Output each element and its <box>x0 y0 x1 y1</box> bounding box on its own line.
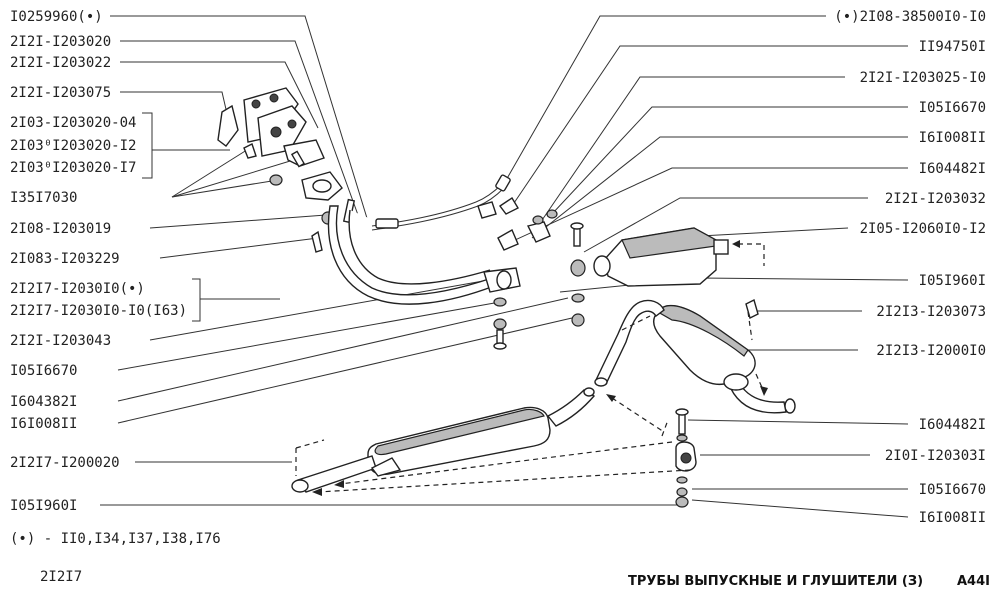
leader-r4 <box>531 136 908 239</box>
rear-muffler <box>653 298 796 414</box>
label-l4: 2I03-I203020-04 <box>10 115 136 131</box>
intermediate-pipe <box>546 299 665 427</box>
leader-l14 <box>117 297 569 402</box>
leader-r8 <box>559 277 909 293</box>
model-code: 2I2I7 <box>40 569 82 585</box>
label-l13: I05I6670 <box>10 363 77 379</box>
clamp-hardware <box>497 209 584 251</box>
leader-r2 <box>537 76 845 227</box>
catalytic-converter <box>593 227 765 287</box>
leader-l1 <box>120 40 363 227</box>
label-r2: 2I2I-I203025-I0 <box>860 70 986 86</box>
studs <box>243 143 306 186</box>
label-r6: 2I2I-I203032 <box>885 191 986 207</box>
leader-l7b <box>171 157 301 198</box>
leader-l13 <box>117 301 501 371</box>
label-r14: I6I008II <box>919 510 986 526</box>
bracket-upper <box>142 112 153 179</box>
leader-lines <box>100 15 909 518</box>
footnote: (•) - II0,I34,I37,I38,I76 <box>10 531 221 547</box>
label-r3: I05I6670 <box>919 100 986 116</box>
leader-l12 <box>149 277 501 341</box>
right-labels: (•)2I08-38500I0-I0 II94750I 2I2I-I203025… <box>834 9 986 526</box>
nuts-column <box>493 259 586 350</box>
leader-r7 <box>699 227 849 237</box>
page-title: ТРУБЫ ВЫПУСКНЫЕ И ГЛУШИТЕЛИ (З) <box>628 574 923 589</box>
left-brackets <box>142 112 280 322</box>
label-l10: 2I2I7-I2030I0(•) <box>10 281 145 297</box>
label-r0: (•)2I08-38500I0-I0 <box>834 9 986 25</box>
lambda-sensor <box>371 174 519 231</box>
leader-r6 <box>583 197 868 253</box>
label-l17: I05I960I <box>10 498 77 514</box>
label-l9: 2I083-I203229 <box>10 251 120 267</box>
label-r11: I604482I <box>919 417 986 433</box>
hanger-assembly <box>675 408 697 508</box>
leader-r0 <box>504 15 826 183</box>
label-r1: II94750I <box>919 39 986 55</box>
label-r8: I05I960I <box>919 273 986 289</box>
label-l5: 2I03⁰I203020-I2 <box>10 138 136 154</box>
leader-l9 <box>159 237 319 259</box>
label-l16: 2I2I7-I200020 <box>10 455 120 471</box>
leader-l0 <box>110 15 371 229</box>
label-r5: I604482I <box>919 161 986 177</box>
label-l14: I604382I <box>10 394 77 410</box>
label-l1: 2I2I-I203020 <box>10 34 111 50</box>
label-l11: 2I2I7-I2030I0-I0(I63) <box>10 303 187 319</box>
label-l12: 2I2I-I203043 <box>10 333 111 349</box>
left-labels: I0259960(•) 2I2I-I203020 2I2I-I203022 2I… <box>10 9 187 514</box>
leader-l7c <box>171 179 279 198</box>
front-muffler <box>291 406 551 493</box>
label-r10: 2I2I3-I2000I0 <box>876 343 986 359</box>
label-l7: I35I7030 <box>10 190 77 206</box>
label-r12: 2I0I-I20303I <box>885 448 986 464</box>
label-l2: 2I2I-I203022 <box>10 55 111 71</box>
label-r7: 2I05-I2060I0-I2 <box>860 221 986 237</box>
label-l0: I0259960(•) <box>10 9 103 25</box>
leader-r11 <box>687 419 909 425</box>
bracket-lower <box>192 278 201 322</box>
page-code: A44I <box>957 574 990 589</box>
parts <box>217 87 796 508</box>
label-l3: 2I2I-I203075 <box>10 85 111 101</box>
assembly-arrows <box>295 311 768 496</box>
label-r13: I05I6670 <box>919 482 986 498</box>
leader-r1 <box>511 45 908 207</box>
label-r9: 2I2I3-I203073 <box>876 304 986 320</box>
bracket-plate <box>217 104 239 147</box>
label-l8: 2I08-I203019 <box>10 221 111 237</box>
downpipe-flange <box>301 171 356 253</box>
leader-r3 <box>551 106 908 215</box>
leader-r14 <box>691 499 909 518</box>
manifold-flange <box>217 87 325 167</box>
label-l6: 2I03⁰I203020-I7 <box>10 160 136 176</box>
leader-r5 <box>501 167 908 247</box>
label-l15: I6I008II <box>10 416 77 432</box>
label-r4: I6I008II <box>919 130 986 146</box>
leader-l7a <box>171 147 251 198</box>
leader-l2 <box>120 61 319 129</box>
leader-l8 <box>149 214 327 229</box>
